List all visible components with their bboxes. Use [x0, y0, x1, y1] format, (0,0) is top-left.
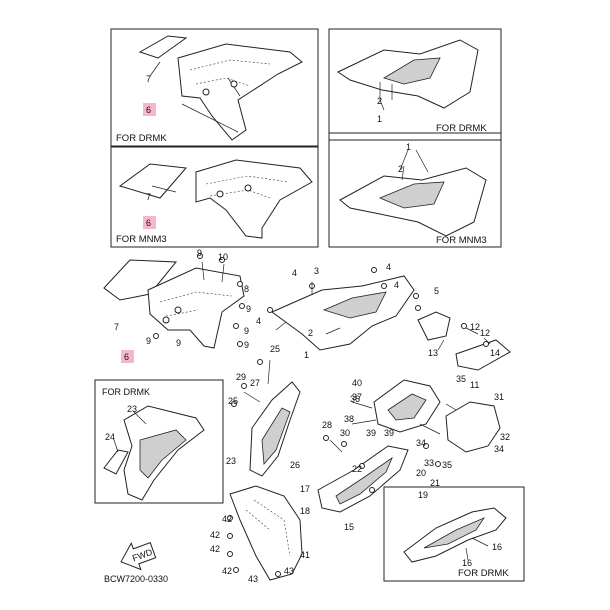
label-29: 29	[236, 372, 246, 382]
label-6: 6	[146, 105, 151, 115]
label-36: 36	[350, 394, 360, 404]
label-11: 11	[470, 380, 479, 390]
label-5: 5	[434, 286, 439, 296]
diagram-code: BCW7200-0330	[104, 574, 168, 584]
label-9: 9	[176, 338, 181, 348]
label-42: 42	[222, 566, 232, 576]
rear-bracket-assembly: 12 13 12 11 14	[417, 311, 511, 390]
label-39: 39	[384, 428, 394, 438]
label-6: 6	[124, 352, 129, 362]
label-25: 25	[270, 344, 280, 354]
caption-for-drmk: FOR DRMK	[436, 123, 487, 134]
label-23: 23	[127, 404, 137, 414]
label-13: 13	[428, 348, 438, 358]
label-20: 20	[416, 468, 426, 478]
label-33: 33	[424, 458, 434, 468]
label-4: 4	[386, 262, 391, 272]
label-4: 4	[292, 268, 297, 278]
label-8: 8	[244, 284, 249, 294]
label-28: 28	[322, 420, 332, 430]
label-12: 12	[480, 328, 490, 338]
label-43: 43	[248, 574, 258, 584]
label-42: 42	[210, 544, 220, 554]
label-23: 23	[226, 456, 236, 466]
side-cowling-assembly: 9 10 8 9 9 7 9 9 9 6	[103, 248, 251, 363]
label-9: 9	[146, 336, 151, 346]
label-6: 6	[146, 218, 151, 228]
box-bottom-right: 16 16 FOR DRMK	[383, 486, 525, 582]
label-14: 14	[490, 348, 500, 358]
label-42: 42	[222, 514, 232, 524]
label-22: 22	[352, 464, 362, 474]
label-1: 1	[304, 350, 309, 360]
label-18: 18	[300, 506, 310, 516]
label-3: 3	[314, 266, 319, 276]
caption-for-mnm3: FOR MNM3	[436, 235, 487, 246]
label-35: 35	[442, 460, 452, 470]
label-24: 24	[105, 432, 115, 442]
caption-for-drmk: FOR DRMK	[116, 133, 167, 144]
label-25: 25	[228, 396, 238, 406]
forward-arrow-icon: FWD	[120, 541, 157, 571]
label-32: 32	[500, 432, 510, 442]
label-9: 9	[197, 248, 202, 258]
caption-for-drmk: FOR DRMK	[102, 387, 150, 397]
label-16: 16	[462, 558, 472, 568]
label-15: 15	[344, 522, 354, 532]
label-38: 38	[344, 414, 354, 424]
label-37: 37	[352, 392, 362, 402]
box-mid-left: 7 6 FOR MNM3	[110, 146, 319, 248]
label-16: 16	[492, 542, 502, 552]
label-30: 30	[340, 428, 350, 438]
label-7: 7	[114, 322, 119, 332]
label-31: 31	[494, 392, 504, 402]
caption-for-mnm3: FOR MNM3	[116, 234, 167, 245]
label-7: 7	[146, 192, 151, 202]
label-9: 9	[246, 304, 251, 314]
box-top-left: 7 6 FOR DRMK	[110, 28, 319, 147]
box-top-right: 2 1 FOR DRMK	[328, 28, 502, 141]
caption-for-drmk: FOR DRMK	[458, 568, 509, 579]
lower-cowl-assembly: 25 29 27 25 23 26 28 30 40 36 37 38 39 3…	[210, 344, 510, 584]
label-4: 4	[256, 316, 261, 326]
label-2: 2	[398, 164, 403, 174]
label-1: 1	[377, 114, 382, 124]
label-2: 2	[308, 328, 313, 338]
label-35: 35	[456, 374, 466, 384]
label-34: 34	[494, 444, 504, 454]
label-27: 27	[250, 378, 260, 388]
label-26: 26	[290, 460, 300, 470]
label-9: 9	[244, 326, 249, 336]
label-42: 42	[210, 530, 220, 540]
label-43: 43	[284, 566, 294, 576]
label-17: 17	[300, 484, 310, 494]
label-34: 34	[416, 438, 426, 448]
label-2: 2	[377, 96, 382, 106]
label-4: 4	[394, 280, 399, 290]
label-21: 21	[430, 478, 440, 488]
label-39: 39	[366, 428, 376, 438]
box-mid-right: 1 2 FOR MNM3	[328, 132, 502, 248]
label-7: 7	[146, 74, 151, 84]
label-12: 12	[470, 322, 480, 332]
label-41: 41	[300, 550, 310, 560]
box-bottom-left: FOR DRMK 23 24	[94, 379, 224, 504]
label-19: 19	[418, 490, 428, 500]
label-9: 9	[244, 340, 249, 350]
label-1: 1	[406, 142, 411, 152]
label-40: 40	[352, 378, 362, 388]
label-10: 10	[218, 252, 228, 262]
center-panel-assembly: 3 4 4 4 5 4 2 1	[256, 262, 439, 360]
